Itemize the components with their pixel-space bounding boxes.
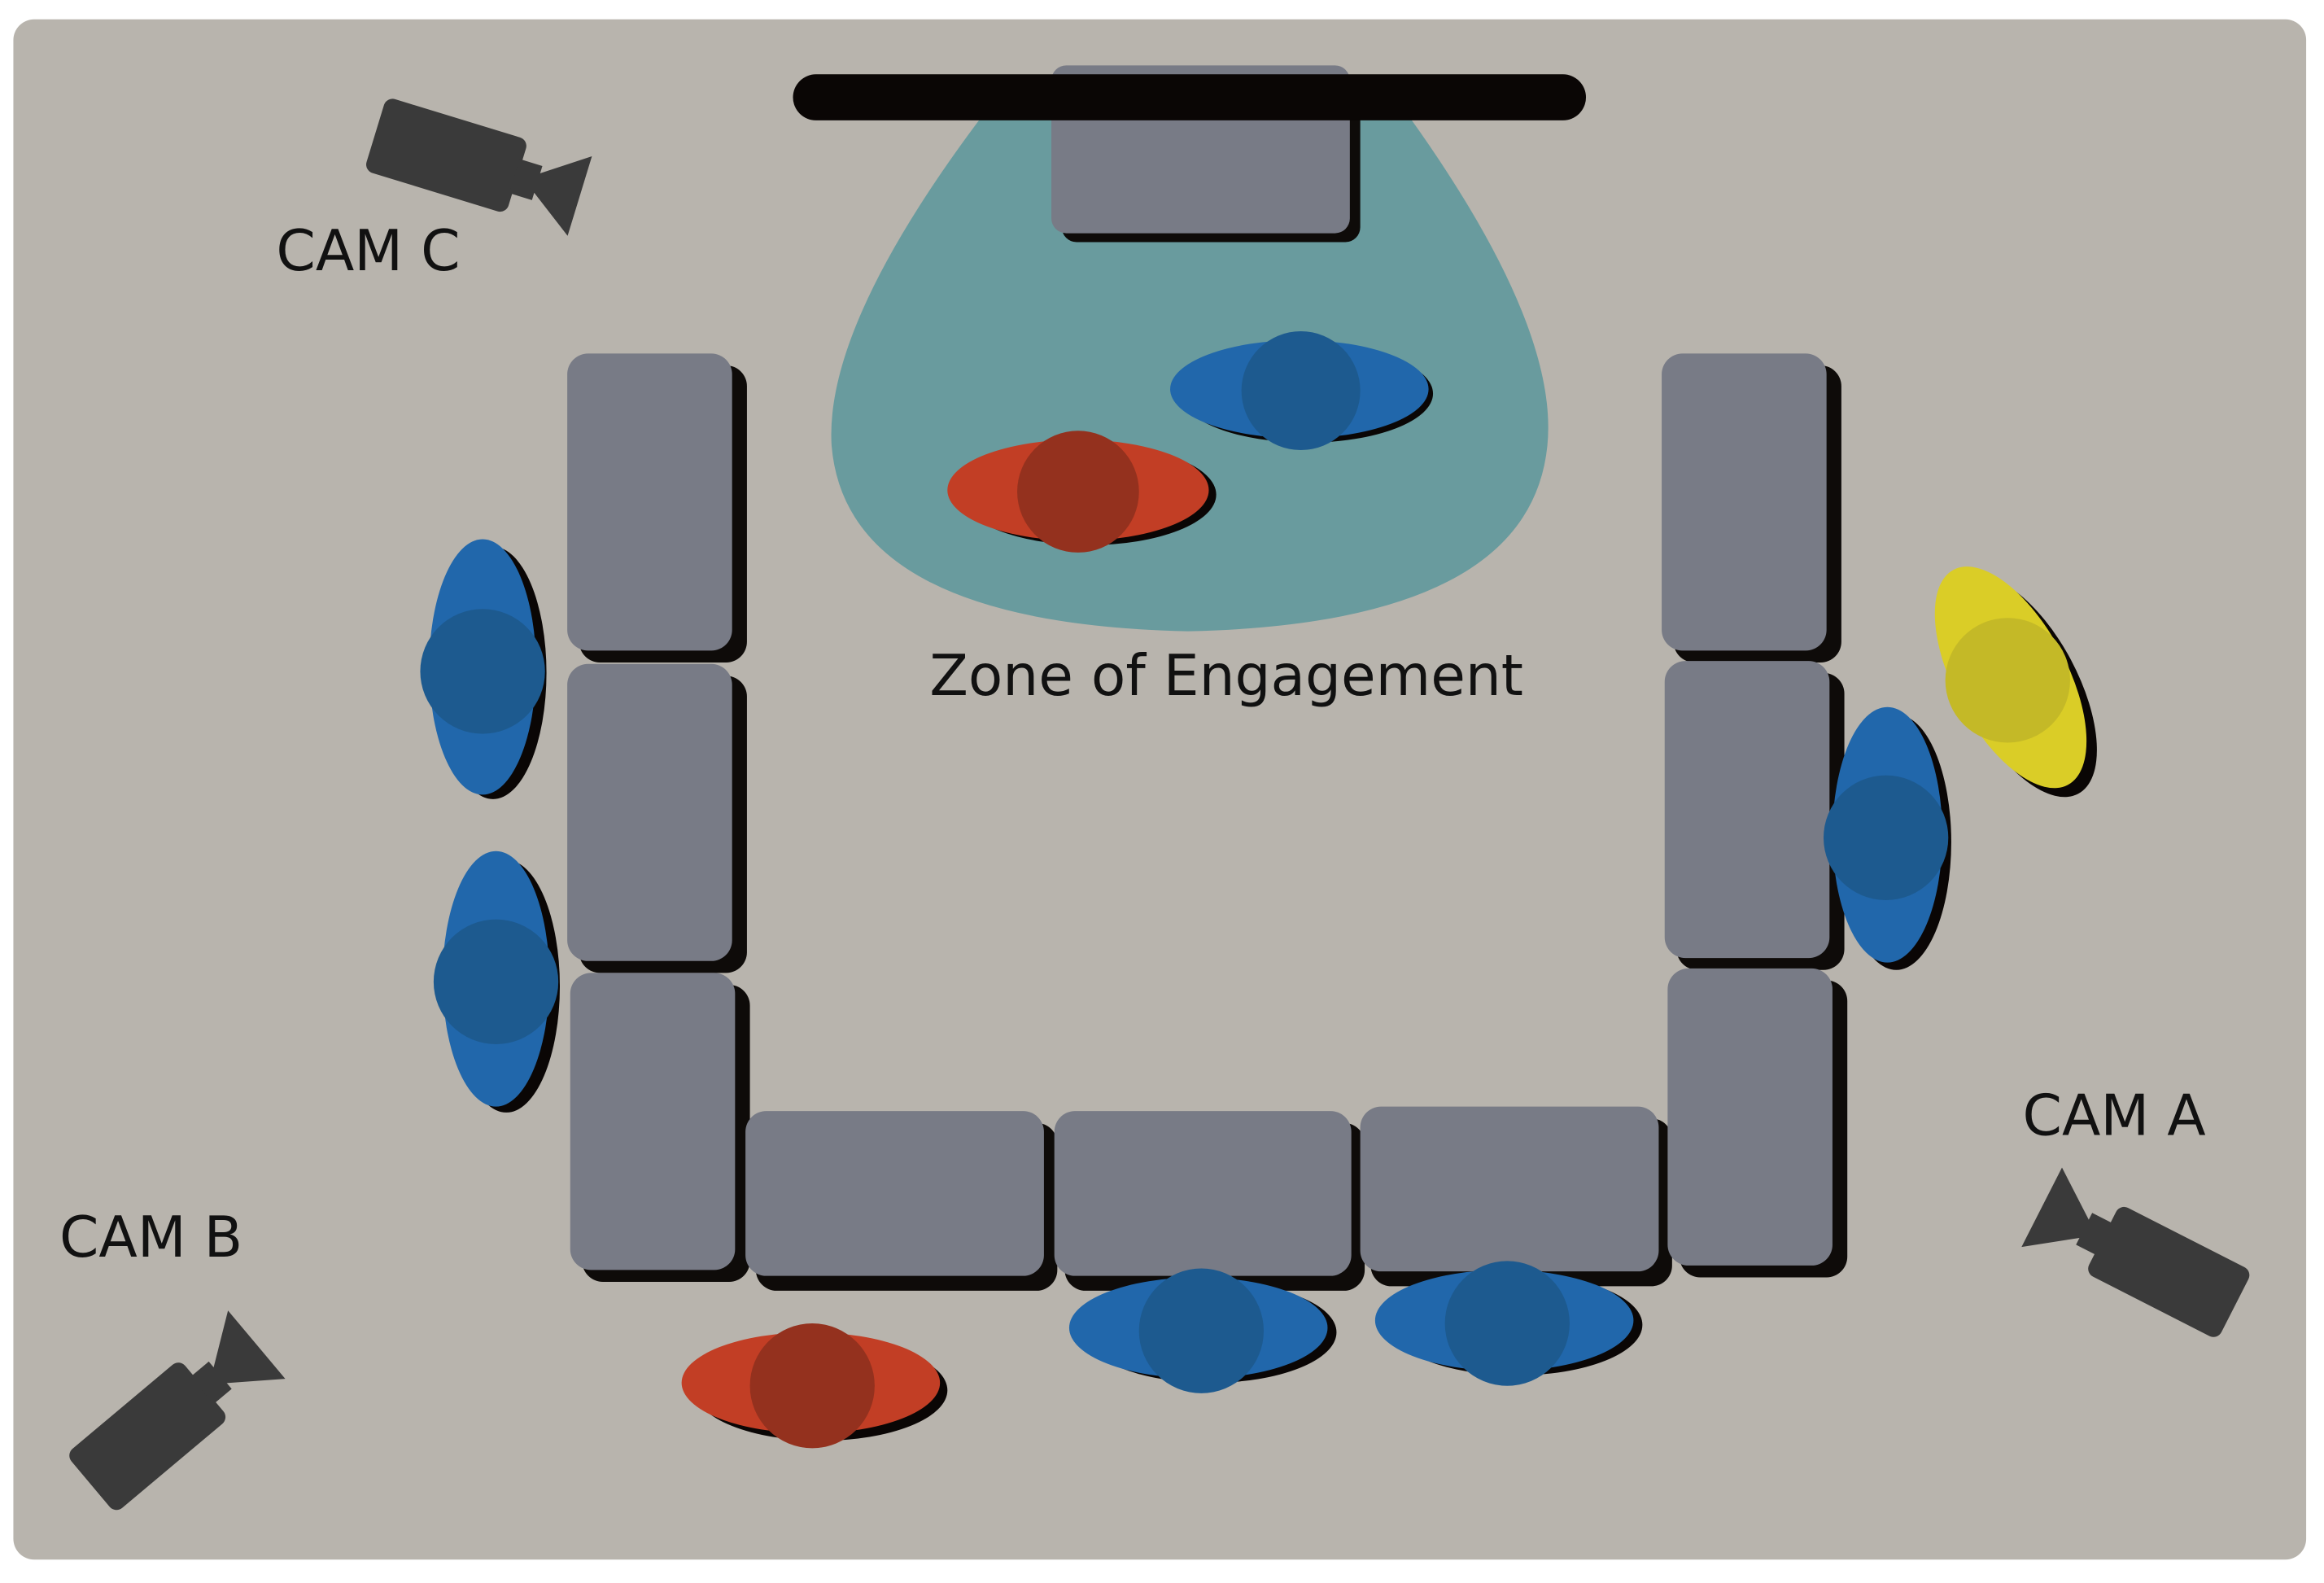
person-yellow-right <box>1934 566 2097 798</box>
cam-b-label: CAM B <box>59 1205 242 1270</box>
person-blue-bottom-2 <box>1374 1261 1643 1386</box>
person-blue-left-1 <box>420 539 547 799</box>
table-bottom-2 <box>1054 1111 1352 1276</box>
person-red-zone <box>947 431 1217 553</box>
table-bottom-1 <box>745 1111 1044 1276</box>
table-right-3 <box>1667 968 1833 1266</box>
zone-of-engagement-label: Zone of Engagement <box>929 644 1523 709</box>
table-left-2 <box>567 663 732 961</box>
cam-a-label: CAM A <box>2023 1083 2206 1148</box>
person-red-bottom <box>681 1323 948 1449</box>
table-right-1 <box>1662 353 1827 651</box>
camera-b-icon <box>69 1310 286 1511</box>
person-blue-left-2 <box>433 851 560 1113</box>
table-left-1 <box>567 353 732 651</box>
person-blue-right <box>1824 706 1951 970</box>
table-left-3 <box>570 973 736 1270</box>
person-blue-bottom-1 <box>1068 1268 1337 1393</box>
table-right-2 <box>1664 661 1830 959</box>
person-blue-zone <box>1170 331 1434 451</box>
camera-c-icon <box>366 98 592 236</box>
cam-c-label: CAM C <box>276 219 460 284</box>
whiteboard-bar <box>793 74 1587 120</box>
table-bottom-3 <box>1360 1106 1659 1272</box>
camera-a-icon <box>2021 1167 2250 1337</box>
